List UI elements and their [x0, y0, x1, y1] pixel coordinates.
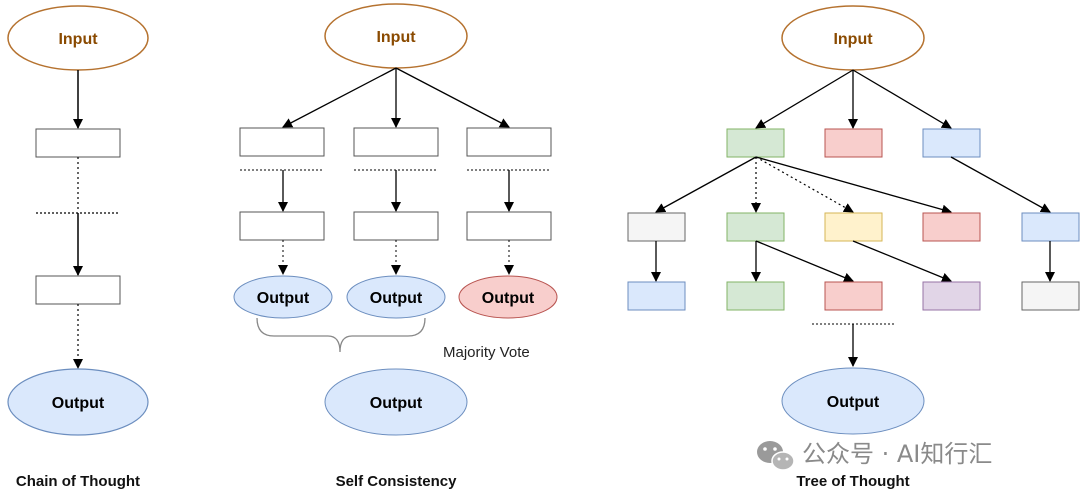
tot-output-node	[781, 367, 925, 435]
tot-arrow-l2-gray	[655, 156, 757, 213]
tot-input-label: Input	[833, 31, 873, 48]
cot-title: Chain of Thought	[16, 473, 140, 490]
sc-b2-step-1	[353, 127, 439, 157]
cot-step-1	[35, 128, 121, 158]
tot-l2-gray	[627, 212, 686, 242]
watermark-text: 公众号 · AI知行汇	[802, 440, 992, 468]
tot-l3-blue	[627, 281, 686, 311]
tot-l3-purple	[922, 281, 981, 311]
sc-input-label: Input	[376, 29, 416, 46]
sc-final-output	[324, 368, 468, 436]
sc-b3-output-label: Output	[482, 290, 535, 307]
sc-b2-output	[346, 275, 446, 319]
tot-l1-green	[726, 128, 785, 158]
cot-input-label: Input	[58, 31, 98, 48]
tot-l2-red	[922, 212, 981, 242]
sc-b3-step-2	[466, 211, 552, 241]
tot-arrow-l1-blue	[852, 69, 952, 129]
sc-arrow-right	[395, 67, 510, 128]
tot-arrow-l2-yellow	[755, 156, 854, 213]
tot-l3-green	[726, 281, 785, 311]
tot-title: Tree of Thought	[796, 473, 909, 490]
tree-of-thought-panel: Input Ou	[627, 5, 1080, 490]
sc-b1-output	[233, 275, 333, 319]
tot-l3-red	[824, 281, 883, 311]
tot-l3-gray	[1021, 281, 1080, 311]
sc-b2-step-2	[353, 211, 439, 241]
cot-output-node	[7, 368, 149, 436]
tot-arrow-l3-red	[755, 240, 854, 283]
tot-arrow-l2-blue	[950, 156, 1051, 213]
tot-arrow-l2-red	[755, 156, 952, 215]
tot-output-label: Output	[827, 394, 880, 411]
tot-l1-blue	[922, 128, 981, 158]
watermark: 公众号 · AI知行汇	[757, 440, 992, 471]
chain-of-thought-panel: Input Output Chain of Thought	[7, 5, 149, 490]
majority-vote-label: Majority Vote	[443, 344, 530, 361]
tot-arrow-l3-purple	[852, 240, 952, 283]
tot-l2-yellow	[824, 212, 883, 242]
majority-vote-brace	[256, 317, 426, 353]
sc-b3-output	[458, 275, 558, 319]
tot-arrow-l1-green	[755, 69, 854, 129]
wechat-icon	[757, 441, 795, 471]
sc-final-output-label: Output	[370, 395, 423, 412]
sc-b1-step-2	[239, 211, 325, 241]
cot-output-label: Output	[52, 395, 105, 412]
sc-b2-output-label: Output	[370, 290, 423, 307]
cot-step-2	[35, 275, 121, 305]
tot-l2-green	[726, 212, 785, 242]
sc-b3-step-1	[466, 127, 552, 157]
self-consistency-panel: Input Output Output Output Majority Vote	[233, 3, 558, 490]
sc-title: Self Consistency	[336, 473, 458, 490]
tot-l1-red	[824, 128, 883, 158]
sc-b1-output-label: Output	[257, 290, 310, 307]
sc-b1-step-1	[239, 127, 325, 157]
sc-arrow-left	[282, 67, 397, 128]
tot-l2-blue	[1021, 212, 1080, 242]
